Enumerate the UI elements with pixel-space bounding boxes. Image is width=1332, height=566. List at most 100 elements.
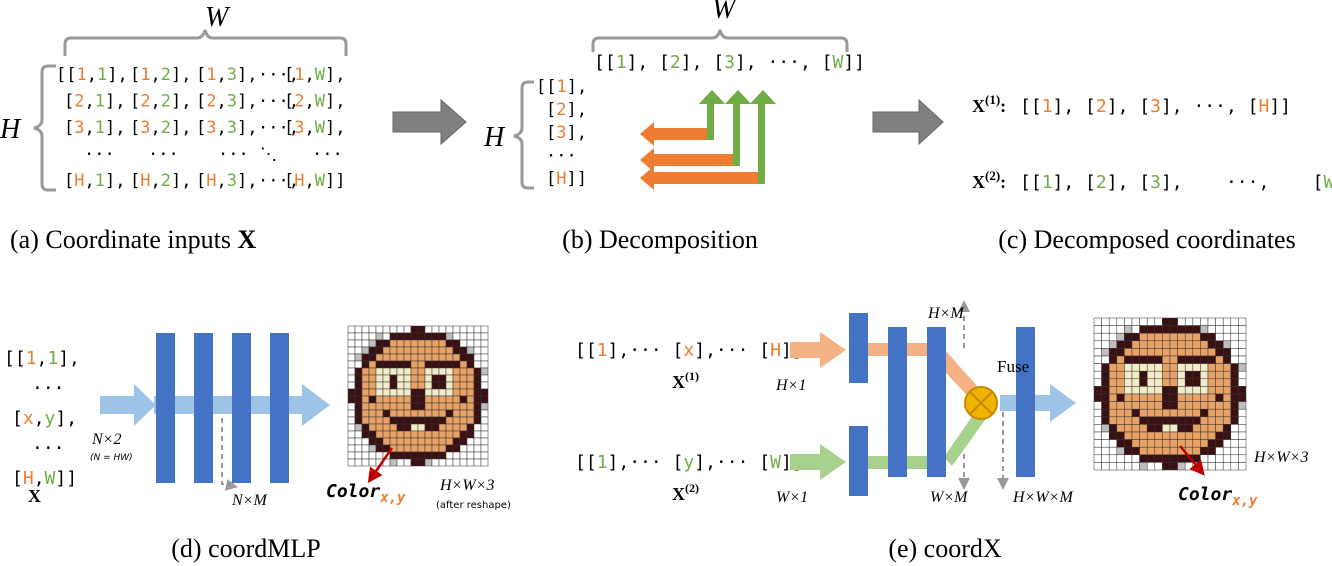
pixel-cell (1222, 439, 1232, 448)
caption-c: (c) Decomposed coordinates (998, 225, 1295, 254)
pixel-cell (1222, 348, 1232, 357)
pixel-cell (1192, 401, 1201, 410)
matrix-token: W (315, 65, 326, 85)
pixel-cell (424, 395, 433, 404)
row-token: [H]] (546, 169, 587, 189)
pixel-cell (473, 423, 482, 432)
pixel-cell (1131, 431, 1140, 440)
sequence-token: 1 (597, 340, 608, 361)
pixel-cell (1131, 355, 1140, 364)
pixel-cell (1124, 462, 1133, 471)
matrix-token: [[ (56, 65, 76, 85)
matrix-cell: ··· (84, 145, 115, 165)
matrix-token: [ (130, 171, 140, 191)
pixel-cell (1139, 332, 1148, 342)
pixel-cell (1124, 317, 1133, 326)
pixel-cell (452, 395, 461, 404)
pixel-cell (1131, 446, 1140, 456)
pixel-cell (1222, 325, 1232, 334)
pixel-cell (1101, 462, 1110, 471)
matrix-token: [ (196, 171, 206, 191)
pixel-cell (1238, 462, 1247, 471)
pixel-cell (1146, 393, 1156, 402)
pixel-cell (417, 339, 426, 348)
pixel-cell (1124, 378, 1133, 387)
x2-layer-1 (849, 426, 868, 496)
pixel-cell (1230, 340, 1239, 349)
pixel-cell (396, 346, 405, 355)
matrix-token: ···, (258, 65, 299, 85)
pixel-cell (438, 458, 447, 467)
pixel-cell (1230, 431, 1239, 440)
pixel-cell (1162, 416, 1171, 425)
pixel-cell (445, 402, 454, 411)
matrix-token: H (140, 171, 150, 191)
pixel-cell (480, 325, 489, 334)
pixel-cell (424, 402, 433, 411)
pixel-cell (1093, 454, 1102, 463)
pixel-cell (382, 332, 391, 341)
pixel-cell (452, 374, 461, 383)
matrix-token: , (85, 92, 95, 112)
matrix-token: ···, (258, 118, 299, 138)
sequence-token: ],··· [ (694, 340, 770, 361)
sequence-token: 1 (1042, 172, 1053, 193)
pixel-cell (1169, 340, 1178, 349)
pixel-cell (347, 444, 356, 453)
sequence-token: ],··· [ (608, 452, 684, 473)
mlp-flow (154, 396, 306, 414)
pixel-cell (1131, 386, 1140, 395)
pixel-cell (375, 360, 384, 369)
pixel-cell (410, 437, 419, 446)
pixel-cell (1215, 378, 1224, 387)
matrix-cell: ··· (148, 145, 179, 165)
pixel-cell (1192, 446, 1201, 456)
pixel-cell (361, 388, 370, 397)
pixel-cell (473, 451, 482, 460)
pixel-cell (473, 409, 482, 418)
sequence-token: 3 (556, 123, 566, 143)
sequence-token: H (1258, 96, 1269, 117)
pixel-cell (1162, 462, 1171, 471)
x1-layer-1 (849, 313, 868, 383)
pixel-cell (1101, 431, 1110, 440)
pixel-cell (1184, 363, 1194, 372)
pixel-cell (375, 423, 384, 432)
pixel-cell (1154, 424, 1163, 433)
pixel-cell (431, 332, 440, 341)
pixel-cell (417, 458, 426, 467)
matrix-token: ⋱ (260, 145, 277, 165)
pixel-cell (403, 409, 412, 418)
pixel-cell (1169, 355, 1178, 364)
pixel-cell (1093, 348, 1102, 357)
gray-arrow-b-to-c (872, 98, 944, 146)
pixel-cell (1184, 355, 1194, 364)
pixel-cell (1139, 340, 1148, 349)
pixel-cell (445, 388, 454, 397)
pixel-cell (438, 423, 447, 432)
pixel-cell (459, 409, 468, 418)
pixel-cell (1192, 386, 1201, 395)
pixel-cell (354, 367, 363, 376)
sequence-token: [[ (575, 452, 597, 473)
pixel-cell (473, 430, 482, 439)
pixel-cell (1215, 393, 1224, 402)
pixel-cell (480, 402, 489, 411)
pixel-cell (1154, 363, 1163, 372)
pixel-cell (1146, 462, 1156, 471)
pixel-cell (410, 402, 419, 411)
pixel-cell (1177, 416, 1186, 425)
pixel-cell (347, 367, 356, 376)
sequence-token: [ (12, 468, 23, 489)
pixel-cell (1101, 408, 1110, 418)
pixel-cell (1154, 431, 1163, 440)
matrix-token: [ (284, 92, 294, 112)
pixel-cell (1215, 386, 1224, 395)
pixel-cell (1200, 317, 1209, 326)
pixel-cell (1184, 408, 1194, 418)
pixel-cell (354, 458, 363, 467)
pixel-cell (1192, 439, 1201, 448)
pixel-cell (438, 402, 447, 411)
panel-e: [[1],··· [x],··· [H]] [[1],··· [y],··· [… (575, 300, 1308, 563)
pixel-cell (396, 416, 405, 425)
